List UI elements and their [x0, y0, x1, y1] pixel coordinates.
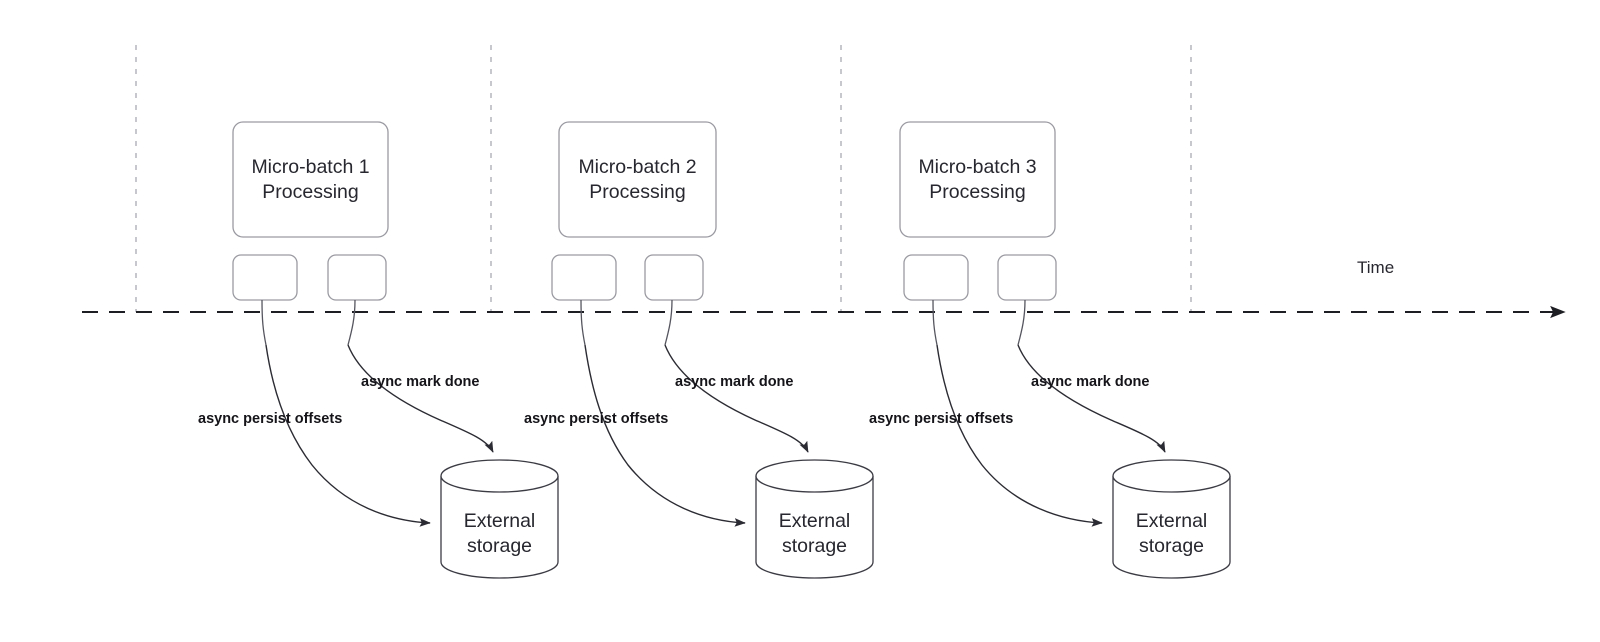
time-axis-label: Time	[1357, 258, 1394, 277]
batch-3-mark-done-arrow	[1017, 344, 1166, 453]
batch-1-marker-b[interactable]	[327, 254, 387, 301]
batch-3-marker-b[interactable]	[997, 254, 1057, 301]
external-storage-1-body	[440, 476, 559, 579]
batch-2-marker-a-stem	[580, 299, 586, 346]
micro-batch-1-label-line1: Micro-batch 1	[251, 156, 369, 178]
micro-batch-2-label-line2: Processing	[589, 181, 685, 203]
batch-2-marker-a[interactable]	[551, 254, 617, 301]
batch-group-1: Micro-batch 1 Processing async mark done…	[198, 121, 559, 579]
external-storage-3-top	[1112, 459, 1231, 493]
external-storage-3-body	[1112, 476, 1231, 579]
batch-1-mark-done-arrow	[347, 344, 494, 453]
external-storage-3-label-line2: storage	[1139, 535, 1204, 557]
batch-3-persist-offsets-label: async persist offsets	[869, 411, 1013, 427]
batch-1-persist-offsets-label: async persist offsets	[198, 411, 342, 427]
external-storage-2-top	[755, 459, 874, 493]
batch-group-2: Micro-batch 2 Processing async mark done…	[524, 121, 874, 579]
batch-2-persist-offsets-label: async persist offsets	[524, 411, 668, 427]
external-storage-1[interactable]: External storage	[440, 459, 559, 579]
external-storage-1-label-line2: storage	[467, 535, 532, 557]
micro-batch-2-box[interactable]	[558, 121, 717, 238]
batch-1-marker-a-stem	[261, 299, 267, 346]
external-storage-2-label-line1: External	[779, 510, 851, 532]
timeline-boundaries	[135, 45, 1192, 312]
external-storage-1-top	[440, 459, 559, 493]
batch-3-marker-a[interactable]	[903, 254, 969, 301]
external-storage-2-label-line2: storage	[782, 535, 847, 557]
batch-2-mark-done-label: async mark done	[675, 374, 793, 390]
batch-3-marker-b-stem	[1017, 299, 1026, 346]
batch-3-mark-done-label: async mark done	[1031, 374, 1149, 390]
batch-1-persist-offsets-arrow	[265, 344, 431, 527]
micro-batch-1-label-line2: Processing	[262, 181, 358, 203]
external-storage-3-label-line1: External	[1136, 510, 1208, 532]
micro-batch-3-box[interactable]	[899, 121, 1056, 238]
batch-2-marker-b-stem	[664, 299, 673, 346]
external-storage-1-label-line1: External	[464, 510, 536, 532]
micro-batch-2-label-line1: Micro-batch 2	[578, 156, 696, 178]
batch-3-persist-offsets-arrow	[936, 344, 1103, 527]
batch-2-persist-offsets-arrow	[584, 344, 746, 527]
external-storage-2-body	[755, 476, 874, 579]
external-storage-2[interactable]: External storage	[755, 459, 874, 579]
batch-1-marker-a[interactable]	[232, 254, 298, 301]
micro-batch-3-label-line2: Processing	[929, 181, 1025, 203]
batch-2-marker-b[interactable]	[644, 254, 704, 301]
external-storage-3[interactable]: External storage	[1112, 459, 1231, 579]
micro-batch-3-label-line1: Micro-batch 3	[918, 156, 1036, 178]
batch-1-mark-done-label: async mark done	[361, 374, 479, 390]
batch-2-mark-done-arrow	[664, 344, 809, 453]
micro-batch-1-box[interactable]	[232, 121, 389, 238]
batch-1-marker-b-stem	[347, 299, 356, 346]
batch-3-marker-a-stem	[932, 299, 938, 346]
batch-group-3: Micro-batch 3 Processing async mark done…	[869, 121, 1231, 579]
